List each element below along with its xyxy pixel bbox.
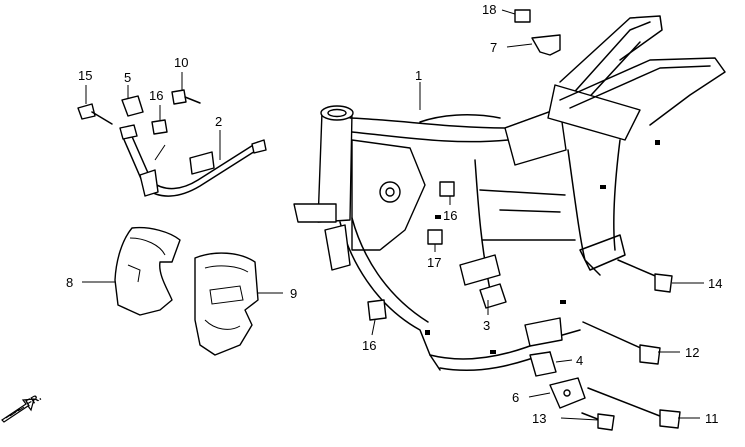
nut-18: [514, 9, 531, 23]
callout-12: 12: [685, 345, 699, 360]
callout-13: 13: [532, 411, 546, 426]
callout-2: 2: [215, 114, 222, 129]
front-direction-label: FR.: [24, 392, 44, 410]
bracket-7: [531, 34, 561, 56]
nut-16-upper: [439, 181, 455, 197]
bolt-15: [77, 103, 113, 125]
cover-part-8: [114, 226, 181, 316]
bolt-12: [582, 321, 661, 365]
callout-9: 9: [290, 286, 297, 301]
callout-16b: 16: [443, 208, 457, 223]
callout-8: 8: [66, 275, 73, 290]
callout-4: 4: [576, 353, 583, 368]
front-direction-arrow-icon: [1, 398, 35, 423]
bolt-14: [617, 259, 673, 293]
bolt-11: [587, 387, 681, 429]
callout-10: 10: [174, 55, 188, 70]
main-frame: [293, 15, 726, 371]
callout-17: 17: [427, 255, 441, 270]
nut-16-left: [151, 119, 168, 135]
plate-6: [549, 377, 586, 409]
collar-4: [529, 351, 557, 377]
cover-part-9: [194, 252, 259, 356]
bolt-10: [171, 89, 201, 105]
nut-16-lower: [367, 299, 387, 321]
callout-3: 3: [483, 318, 490, 333]
nut-17: [427, 229, 443, 245]
callout-16c: 16: [362, 338, 376, 353]
collar-3: [479, 283, 507, 309]
bolt-13: [581, 412, 615, 431]
callout-6: 6: [512, 390, 519, 405]
callout-14: 14: [708, 276, 722, 291]
callout-5: 5: [124, 70, 131, 85]
cushion-5: [121, 95, 144, 117]
callout-16a: 16: [149, 88, 163, 103]
leader-lines: [82, 9, 704, 421]
callouts: 1 2 3 4 5 6 7 8 9 10 11 12 13 14 15 16 1…: [66, 2, 722, 426]
callout-7: 7: [490, 40, 497, 55]
callout-1: 1: [415, 68, 422, 83]
callout-18: 18: [482, 2, 496, 17]
callout-15: 15: [78, 68, 92, 83]
callout-11: 11: [705, 411, 719, 426]
bracket-part-2: [119, 124, 267, 197]
